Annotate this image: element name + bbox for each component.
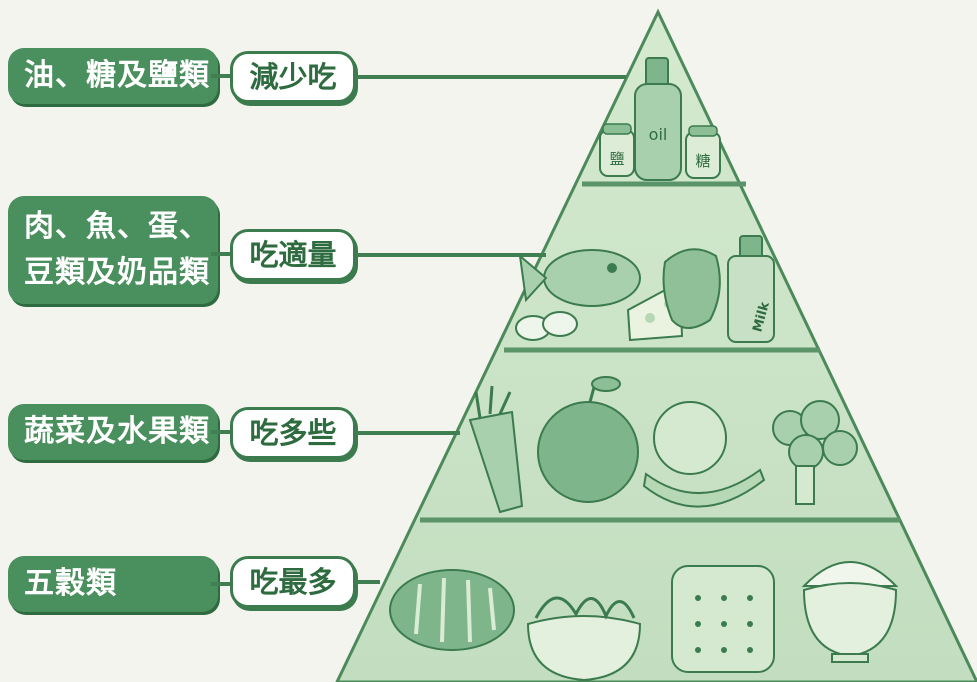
sugar-shaker-icon xyxy=(685,125,721,179)
oil-label: oil xyxy=(649,125,668,144)
sugar-label: 糖 xyxy=(695,152,710,170)
rice-bowl-icon xyxy=(801,561,899,663)
advice-badge-eat-moderately: 吃適量 xyxy=(230,229,356,281)
noodle-bowl-icon xyxy=(526,596,642,682)
salt-shaker-icon xyxy=(599,123,635,177)
connector-line xyxy=(356,253,546,257)
advice-badge-eat-more: 吃多些 xyxy=(230,407,356,459)
banana-icon xyxy=(642,468,766,508)
connector-line xyxy=(356,580,380,584)
connector-line xyxy=(356,431,460,435)
connector-tick xyxy=(211,582,231,586)
oil-bottle-icon xyxy=(634,57,682,181)
advice-badge-eat-most: 吃最多 xyxy=(230,556,356,608)
milk-bottle-icon xyxy=(727,235,775,343)
food-group-label-line: 油、糖及鹽類 xyxy=(24,58,210,93)
connector-line xyxy=(356,75,626,79)
connector-tick xyxy=(211,74,231,78)
food-group-label-line: 豆類及奶品類 xyxy=(24,255,210,290)
food-group-label-grains: 五穀類 xyxy=(8,556,218,612)
pyramid-body xyxy=(335,8,977,682)
food-group-label-fats-sugar-salt: 油、糖及鹽類 xyxy=(8,48,218,104)
carrot-icon xyxy=(468,385,524,514)
food-group-label-vegetables-fruits: 蔬菜及水果類 xyxy=(8,404,218,460)
broccoli-icon xyxy=(772,400,858,505)
apple-icon xyxy=(537,376,639,503)
food-group-label-line: 蔬菜及水果類 xyxy=(24,414,210,449)
connector-tick xyxy=(211,252,231,256)
advice-badge-eat-less: 減少吃 xyxy=(230,51,356,103)
bread-icon xyxy=(389,569,515,651)
meat-icon xyxy=(662,248,721,329)
connector-tick xyxy=(211,430,231,434)
food-group-label-line: 五穀類 xyxy=(24,566,117,601)
cracker-icon xyxy=(671,565,775,673)
eggs-icon xyxy=(515,311,578,341)
food-group-label-line: 肉、魚、蛋、 xyxy=(24,209,210,244)
orange-icon xyxy=(653,401,727,475)
salt-label: 鹽 xyxy=(609,150,624,168)
fish-icon xyxy=(518,249,641,307)
food-group-label-protein-dairy: 肉、魚、蛋、 豆類及奶品類 xyxy=(8,196,218,304)
